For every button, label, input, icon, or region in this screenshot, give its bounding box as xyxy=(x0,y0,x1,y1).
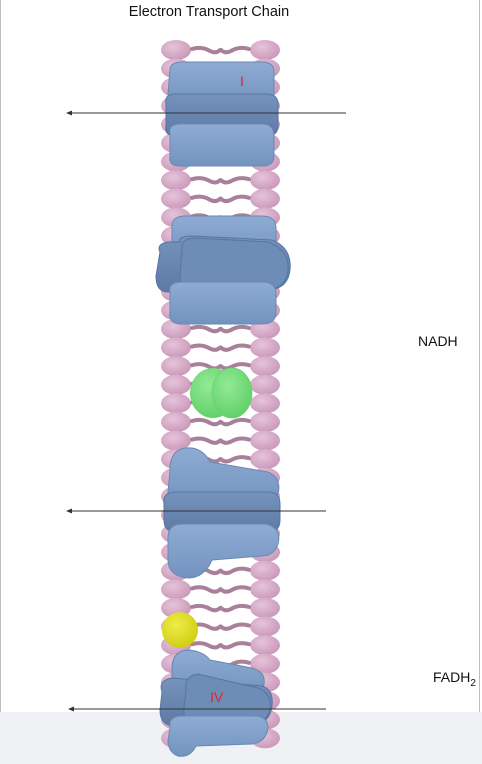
lipid-head xyxy=(250,356,280,377)
lipid-head xyxy=(250,430,280,451)
lipid-tail xyxy=(219,176,251,185)
lipid-tail xyxy=(219,641,251,650)
lipid-head xyxy=(161,412,191,432)
complex-i: I xyxy=(165,61,279,167)
electron-arrow-1 xyxy=(66,110,346,116)
complex-iii xyxy=(155,215,291,325)
lipid-tail xyxy=(190,362,222,371)
lipid-tail xyxy=(219,194,251,204)
diagram-frame xyxy=(0,0,480,712)
lipid-head xyxy=(161,579,191,600)
electron-arrow-2 xyxy=(66,508,326,514)
lipid-head xyxy=(161,356,191,377)
lipid-tail xyxy=(190,417,222,427)
ubiquinone xyxy=(190,367,253,419)
lipid-head xyxy=(161,40,191,60)
lipid-tail xyxy=(190,176,222,185)
lipid-tail xyxy=(190,436,222,445)
complex-iv-upper xyxy=(163,447,281,579)
lipid-head xyxy=(250,449,280,470)
lipid-tail xyxy=(219,436,251,445)
cytochrome-c xyxy=(162,612,198,648)
complex-iv: IV xyxy=(159,649,273,757)
lipid-tail xyxy=(219,324,251,334)
fadh-text: FADH xyxy=(433,669,471,685)
lipid-head xyxy=(161,337,191,358)
lipid-tail xyxy=(219,417,251,427)
lipid-tail xyxy=(219,603,251,613)
complex-i-label: I xyxy=(240,73,244,89)
lipid-head xyxy=(250,393,280,414)
lipid-head xyxy=(161,188,191,209)
lipid-head xyxy=(250,337,280,358)
lipid-tail xyxy=(190,603,222,613)
lipid-head xyxy=(250,635,280,656)
lipid-head xyxy=(250,412,280,432)
nadh-label: NADH xyxy=(418,333,458,349)
lipid-head xyxy=(250,598,280,618)
lipid-head xyxy=(250,579,280,600)
lipid-head xyxy=(250,188,280,209)
lipid-head xyxy=(161,374,191,395)
lipid-head xyxy=(250,374,280,395)
lipid-tail xyxy=(219,566,251,576)
lipid-head xyxy=(161,393,191,414)
electron-arrow-3 xyxy=(68,706,326,712)
diagram-title: Electron Transport Chain xyxy=(128,4,290,20)
lipid-tail xyxy=(190,585,222,594)
lipid-head xyxy=(161,430,191,451)
lipid-tail xyxy=(219,622,251,631)
lipid-tail xyxy=(219,455,251,464)
fadh2-label: FADH2 xyxy=(433,669,476,689)
lipid-head xyxy=(161,170,191,191)
lipid-head xyxy=(250,653,280,674)
lipid-tail xyxy=(219,45,251,55)
lipid-tail xyxy=(190,622,222,631)
lipid-head xyxy=(250,560,280,581)
lipid-tail xyxy=(190,194,222,204)
lipid-head xyxy=(250,170,280,191)
lipid-tail xyxy=(219,343,251,352)
lipid-tail xyxy=(190,45,222,55)
fadh-subscript: 2 xyxy=(470,677,476,689)
lipid-tail xyxy=(219,362,251,371)
lipid-tail xyxy=(219,585,251,594)
lipid-head xyxy=(250,616,280,637)
lipid-tail xyxy=(190,641,222,650)
complex-iv-label: IV xyxy=(210,689,224,705)
lipid-tail xyxy=(190,343,222,352)
lipid-head xyxy=(250,40,280,60)
lipid-tail xyxy=(190,324,222,334)
